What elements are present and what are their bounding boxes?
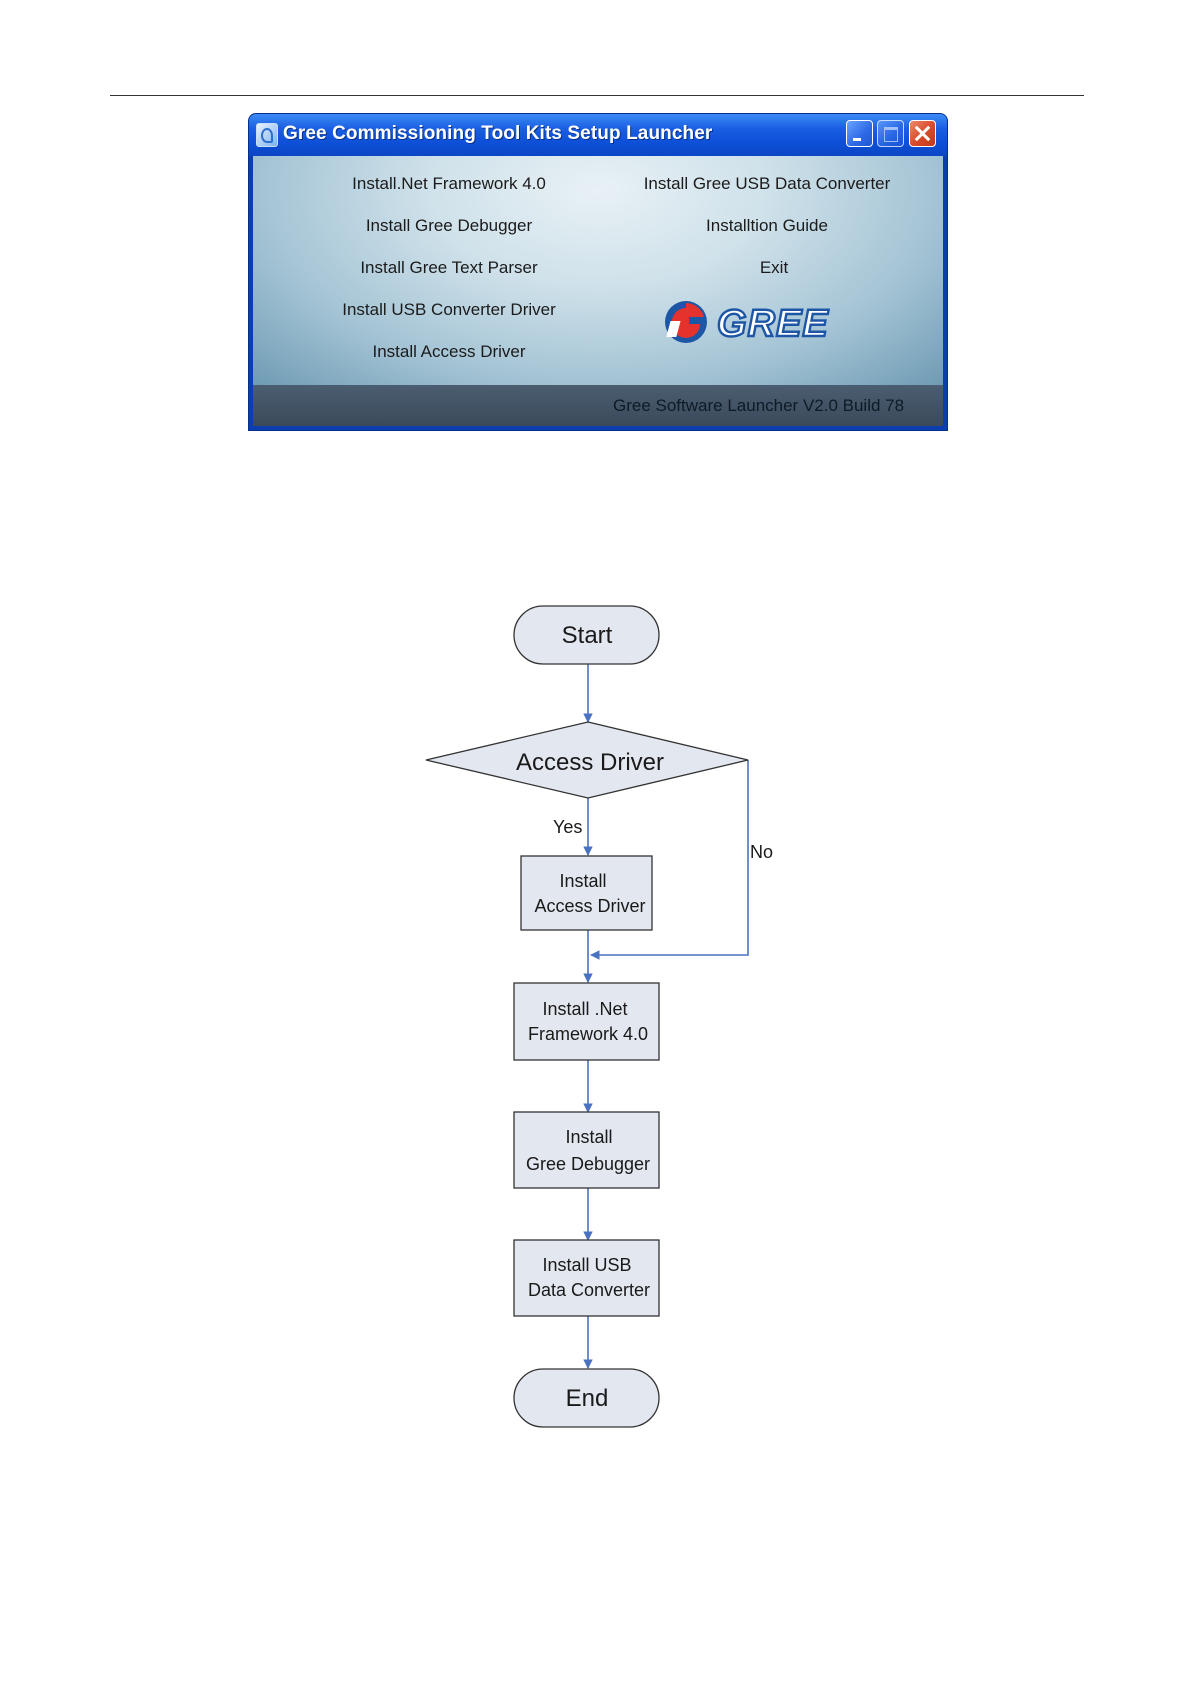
install-net-framework-line1: Install .Net: [542, 999, 627, 1019]
no-label: No: [750, 842, 773, 862]
start-terminal: [513, 605, 660, 665]
install-access-driver-line2: Access Driver: [534, 896, 645, 916]
connector-decision-no: [590, 760, 749, 960]
install-gree-debugger-line2: Gree Debugger: [526, 1154, 650, 1174]
status-text: Gree Software Launcher V2.0 Build 78: [613, 396, 905, 415]
install-gree-text-parser-link[interactable]: Install Gree Text Parser: [360, 258, 538, 277]
gree-logo: GREE: [665, 301, 830, 346]
window-title: Gree Commissioning Tool Kits Setup Launc…: [283, 123, 713, 144]
install-usb-data-converter-line2: Data Converter: [528, 1280, 650, 1300]
end-terminal: [513, 1368, 660, 1428]
decision-label: Access Driver: [516, 749, 664, 776]
installation-guide-link[interactable]: Installtion Guide: [706, 216, 828, 235]
close-button[interactable]: [909, 120, 936, 147]
install-net-framework-line2: Framework 4.0: [528, 1024, 648, 1044]
status-bar: Gree Software Launcher V2.0 Build 78: [253, 385, 943, 426]
exit-link[interactable]: Exit: [759, 258, 789, 277]
access-driver-decision: [425, 721, 749, 799]
install-gree-debugger-step: [513, 1111, 660, 1189]
install-gree-debugger-line1: Install: [565, 1127, 612, 1147]
gree-logo-wordmark: GREE: [717, 303, 829, 345]
title-bar[interactable]: Gree Commissioning Tool Kits Setup Launc…: [249, 114, 947, 156]
minimize-button[interactable]: [846, 120, 873, 147]
install-usb-data-converter-line1: Install USB: [542, 1255, 631, 1275]
install-access-driver-line1: Install: [559, 871, 606, 891]
yes-label: Yes: [553, 817, 582, 837]
launcher-panel: [253, 156, 943, 385]
install-net-framework-step: [513, 982, 660, 1061]
install-gree-usb-data-converter-link[interactable]: Install Gree USB Data Converter: [643, 174, 891, 193]
install-access-driver-link[interactable]: Install Access Driver: [372, 342, 526, 361]
start-label: Start: [562, 622, 613, 649]
install-access-driver-step: [520, 855, 653, 931]
app-icon: [256, 123, 278, 147]
install-usb-converter-driver-link[interactable]: Install USB Converter Driver: [342, 300, 556, 319]
maximize-button[interactable]: [877, 120, 904, 147]
install-gree-debugger-link[interactable]: Install Gree Debugger: [365, 216, 533, 235]
end-label: End: [566, 1385, 609, 1412]
launcher-window: Gree Commissioning Tool Kits Setup Launc…: [249, 114, 947, 430]
install-usb-data-converter-step: [513, 1239, 660, 1317]
page-header-rule: [110, 95, 1084, 96]
install-net-framework-link[interactable]: Install.Net Framework 4.0: [352, 174, 546, 193]
